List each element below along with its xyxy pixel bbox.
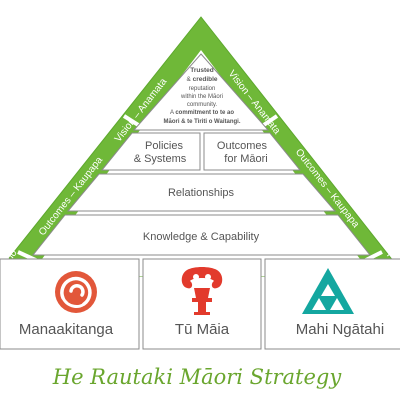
- tier-outcomes-line-2: for Māori: [224, 153, 267, 165]
- apex-line-5: community.: [187, 102, 218, 108]
- apex-line-4: within the Māori: [180, 94, 223, 100]
- tier-knowledge-label: Knowledge & Capability: [143, 231, 260, 243]
- apex-triangle: [132, 53, 270, 131]
- triangle-pattern-icon: [302, 268, 354, 314]
- tiki-figure-icon: [181, 267, 223, 315]
- tier-relationships-label: Relationships: [168, 187, 235, 199]
- apex-line-3: reputation: [189, 86, 216, 92]
- koru-spiral-icon: [55, 271, 97, 313]
- apex-statement: Trusted & credible reputation within the…: [163, 67, 240, 125]
- apex-line-7: Māori & te Tiriti o Waitangi.: [163, 119, 240, 125]
- apex-line-2: & credible: [186, 76, 217, 83]
- tier-relationships-box: [66, 173, 337, 212]
- tier-policies-box: [100, 132, 201, 171]
- tier-knowledge-box: [31, 214, 372, 256]
- pillar-label-tumaia: Tū Māia: [175, 321, 230, 338]
- apex-line-6: A commitment to te ao: [170, 110, 234, 116]
- pillar-label-manaakitanga: Manaakitanga: [19, 321, 114, 338]
- tier-outcomes-line-1: Outcomes: [217, 140, 268, 152]
- tier-policies-line-1: Policies: [145, 140, 183, 152]
- pillar-label-mahingatahi: Mahi Ngātahi: [296, 321, 384, 338]
- tier-outcomes-box: [203, 132, 302, 171]
- strategy-title: He Rautaki Māori Strategy: [52, 365, 343, 389]
- tier-policies-line-2: & Systems: [134, 153, 187, 165]
- apex-line-1: Trusted: [190, 67, 214, 74]
